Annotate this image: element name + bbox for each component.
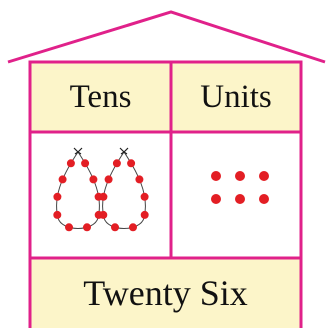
bead — [141, 211, 149, 219]
ten-bead-string — [99, 148, 148, 231]
bead — [135, 175, 143, 183]
unit-bead — [211, 171, 221, 181]
tens-header: Tens — [30, 62, 171, 132]
unit-bead — [211, 194, 221, 204]
ten-bead-string — [53, 148, 102, 231]
bead — [105, 175, 113, 183]
tens-bead-strings — [53, 148, 148, 231]
string — [103, 152, 146, 229]
units-header: Units — [171, 62, 301, 132]
bead — [81, 159, 89, 167]
unit-bead — [259, 194, 269, 204]
bead — [99, 211, 107, 219]
bead — [113, 159, 121, 167]
knot — [120, 148, 128, 154]
units-beads — [211, 171, 269, 204]
bead — [83, 223, 91, 231]
bead — [67, 159, 75, 167]
unit-bead — [235, 171, 245, 181]
knot — [74, 148, 82, 154]
bead — [53, 211, 61, 219]
string — [57, 152, 100, 229]
bead — [59, 175, 67, 183]
bead — [129, 223, 137, 231]
bead — [99, 193, 107, 201]
bead — [65, 223, 73, 231]
bead — [141, 193, 149, 201]
roof — [8, 12, 325, 62]
unit-bead — [259, 171, 269, 181]
bead — [111, 223, 119, 231]
bead — [53, 193, 61, 201]
bead — [127, 159, 135, 167]
bead — [89, 175, 97, 183]
unit-bead — [235, 194, 245, 204]
number-name: Twenty Six — [30, 258, 301, 328]
